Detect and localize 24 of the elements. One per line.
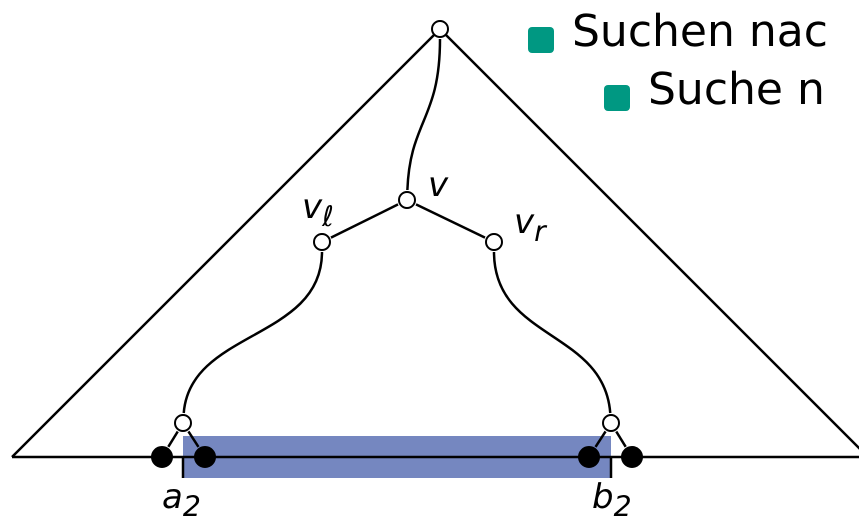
endpoint-label: b$_{2}$ <box>592 480 632 522</box>
tree-node-circle <box>174 414 192 432</box>
tree-node-circle <box>398 191 416 209</box>
tree-node-circle <box>602 414 620 432</box>
tree-edge <box>492 252 612 414</box>
endpoint-label: a$_{2}$ <box>162 480 201 522</box>
tree-edge <box>415 203 486 239</box>
node-label: v$_{r}$ <box>514 205 546 246</box>
tree-edge <box>406 38 442 190</box>
endpoint-dot <box>151 446 173 468</box>
tree-edge <box>187 430 200 448</box>
endpoint-dot <box>621 446 643 468</box>
tree-edge <box>167 430 179 448</box>
tree-edge <box>330 203 399 239</box>
tree-edge <box>594 430 607 448</box>
node-label: v$_{ℓ}$ <box>302 190 334 232</box>
tree-node-circle <box>431 20 449 38</box>
bullet-text: Suche n <box>648 68 825 112</box>
bullet-text: Suchen nac <box>572 10 828 54</box>
tree-edge <box>615 430 627 448</box>
tree-edge <box>182 252 324 414</box>
node-label: v <box>428 168 448 202</box>
tree-node-circle <box>485 233 503 251</box>
tree-node-circle <box>313 233 331 251</box>
